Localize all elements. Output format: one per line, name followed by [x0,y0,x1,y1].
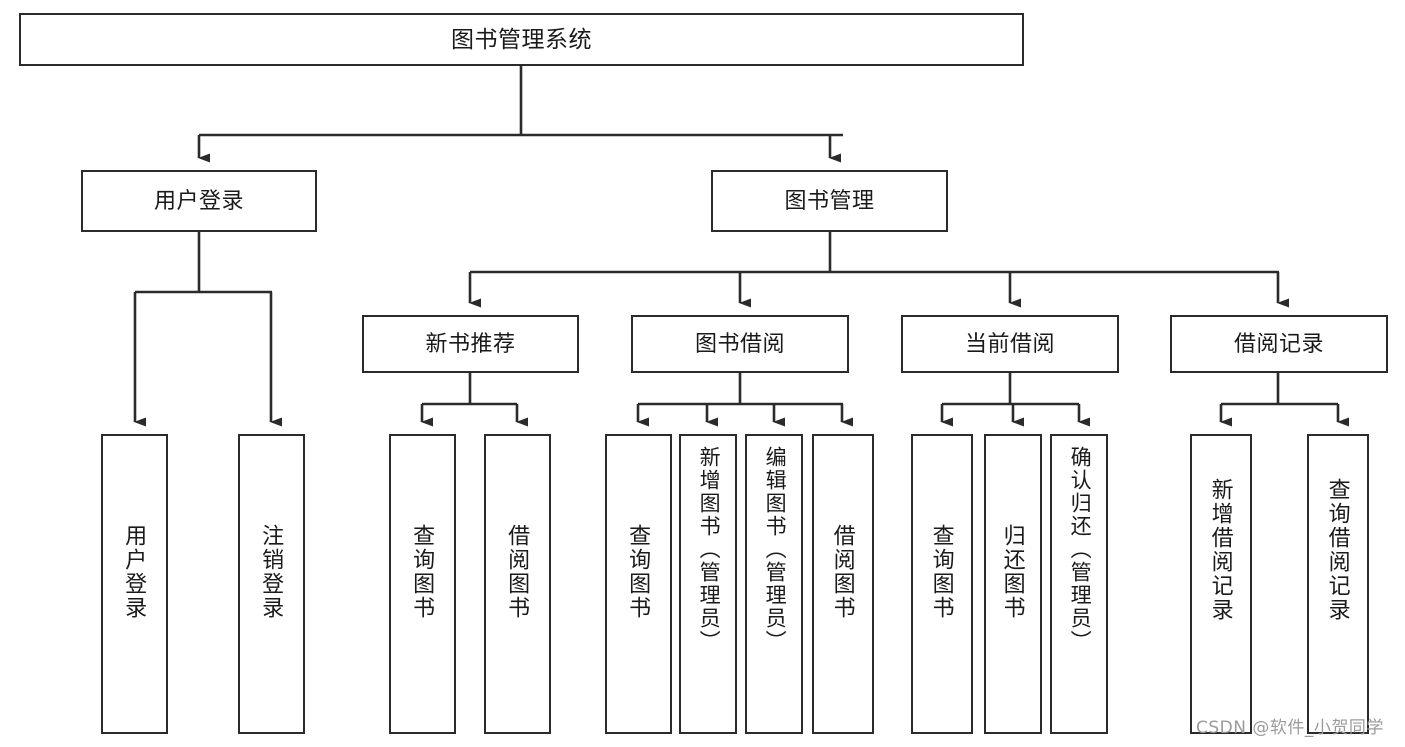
node-leaf-add-book[interactable]: 新增图书（管理员） [679,434,737,734]
node-leaf-confirm-return[interactable]: 确认归还（管理员） [1050,434,1108,734]
node-leaf-query-book-3[interactable]: 查询图书 [911,434,973,734]
node-leaf-logout-label: 注销登录 [259,524,285,620]
node-leaf-return-book[interactable]: 归还图书 [984,434,1042,734]
node-leaf-query-book-2[interactable]: 查询图书 [605,434,672,734]
node-new-book-recommend-label: 新书推荐 [425,331,516,357]
node-book-management-label: 图书管理 [784,188,875,214]
node-leaf-borrow-book-2-label: 借阅图书 [830,524,856,620]
node-leaf-edit-book[interactable]: 编辑图书（管理员） [745,434,803,734]
node-leaf-query-record-label: 查询借阅记录 [1325,478,1351,622]
node-leaf-return-book-label: 归还图书 [1000,524,1026,620]
node-leaf-add-book-label: 新增图书（管理员） [697,446,721,653]
node-book-borrow[interactable]: 图书借阅 [631,315,849,373]
node-borrow-record[interactable]: 借阅记录 [1170,315,1388,373]
node-current-borrow-label: 当前借阅 [964,331,1055,357]
node-leaf-query-book-2-label: 查询图书 [626,524,652,620]
node-root-label: 图书管理系统 [451,26,592,53]
node-current-borrow[interactable]: 当前借阅 [901,315,1119,373]
node-book-borrow-label: 图书借阅 [694,331,785,357]
node-new-book-recommend[interactable]: 新书推荐 [362,315,579,373]
node-leaf-add-record-label: 新增借阅记录 [1208,478,1234,622]
node-leaf-borrow-book-1[interactable]: 借阅图书 [484,434,551,734]
node-leaf-query-book-1-label: 查询图书 [410,524,436,620]
node-leaf-query-book-3-label: 查询图书 [929,524,955,620]
node-leaf-add-record[interactable]: 新增借阅记录 [1190,434,1252,734]
node-leaf-user-login[interactable]: 用户登录 [101,434,168,734]
node-root[interactable]: 图书管理系统 [19,13,1024,66]
node-leaf-confirm-return-label: 确认归还（管理员） [1068,446,1092,653]
node-leaf-logout[interactable]: 注销登录 [238,434,305,734]
node-book-management[interactable]: 图书管理 [711,170,948,232]
node-borrow-record-label: 借阅记录 [1233,331,1324,357]
node-leaf-query-record[interactable]: 查询借阅记录 [1307,434,1369,734]
node-user-login-label: 用户登录 [153,188,244,214]
node-leaf-query-book-1[interactable]: 查询图书 [389,434,456,734]
node-leaf-borrow-book-1-label: 借阅图书 [505,524,531,620]
node-leaf-user-login-label: 用户登录 [122,524,148,620]
node-user-login[interactable]: 用户登录 [81,170,317,232]
node-leaf-edit-book-label: 编辑图书（管理员） [763,446,787,653]
node-leaf-borrow-book-2[interactable]: 借阅图书 [812,434,874,734]
csdn-watermark: CSDN @软件_小贺同学 [1196,718,1384,738]
